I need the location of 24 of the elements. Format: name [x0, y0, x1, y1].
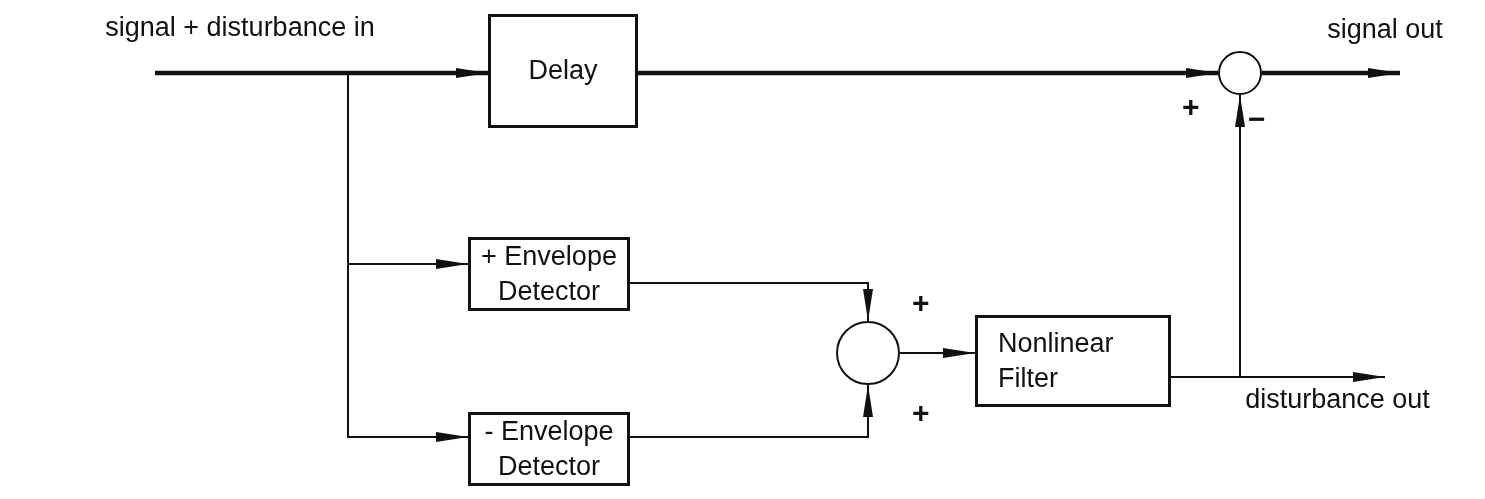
signal-label: signal out [1327, 13, 1443, 46]
box-label: + Envelope Detector [480, 239, 618, 308]
sign-label: − [1248, 104, 1266, 134]
arrow [1262, 68, 1400, 78]
summing-junction [1218, 51, 1262, 95]
box-label: Delay [528, 54, 598, 88]
arrow [638, 68, 1218, 78]
process-box [488, 14, 638, 128]
arrow [155, 68, 488, 78]
signal-label: disturbance out [1245, 382, 1430, 416]
box-label: Nonlinear Filter [998, 326, 1115, 395]
arrow [899, 348, 976, 358]
process-box [975, 315, 1171, 407]
arrow [629, 282, 873, 322]
sign-label: + [912, 398, 930, 428]
arrow [629, 384, 873, 438]
box-label: - Envelope Detector [483, 414, 615, 483]
signal-label: signal + disturbance in [105, 11, 375, 44]
process-box [468, 237, 630, 311]
process-box [468, 412, 630, 486]
sign-label: + [912, 288, 930, 318]
summing-junction [836, 321, 900, 385]
sign-label: + [1182, 92, 1200, 122]
arrow [1170, 94, 1245, 378]
